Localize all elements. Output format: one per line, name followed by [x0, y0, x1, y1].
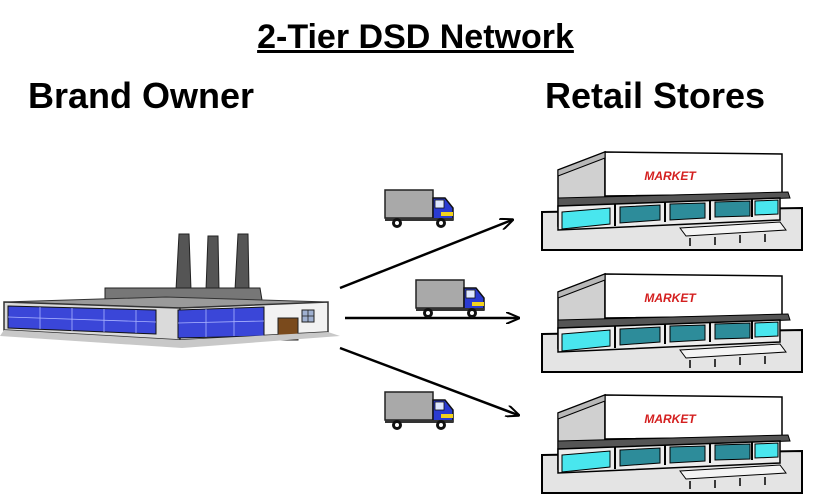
- retail-store-icon-3: MARKET: [541, 394, 803, 494]
- factory-icon: [0, 233, 340, 348]
- delivery-truck-icon-1: [384, 189, 454, 229]
- brand-owner-heading: Brand Owner: [28, 75, 255, 116]
- store-sign-text: MARKET: [644, 291, 697, 305]
- arrow-to-store-1: [339, 220, 512, 290]
- store-sign-text: MARKET: [644, 412, 697, 426]
- store-sign-text: MARKET: [644, 169, 697, 183]
- delivery-truck-icon-3: [384, 391, 454, 431]
- retail-store-icon-2: MARKET: [541, 273, 803, 373]
- retail-store-icon-1: MARKET: [541, 151, 803, 251]
- delivery-truck-icon-2: [415, 279, 485, 319]
- retail-stores-heading: Retail Stores: [545, 75, 766, 116]
- diagram-title: 2-Tier DSD Network: [257, 18, 574, 56]
- arrow-to-store-3: [339, 346, 518, 415]
